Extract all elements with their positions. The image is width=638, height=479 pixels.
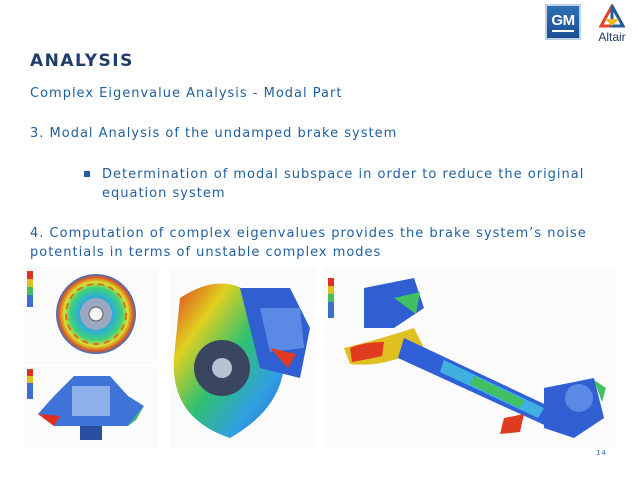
altair-logo: Altair — [591, 4, 633, 48]
gm-logo: GM — [545, 4, 581, 40]
gm-logo-text: GM — [551, 11, 575, 29]
altair-logo-text: Altair — [598, 30, 626, 44]
list-item-4: 4. Computation of complex eigenvalues pr… — [30, 226, 587, 260]
page-number: 14 — [596, 449, 607, 457]
altair-triangle-icon — [599, 4, 625, 28]
brake-disc-contour-plot — [24, 268, 158, 364]
caliper-section-contour-plot — [24, 366, 158, 448]
page-subtitle: Complex Eigenvalue Analysis - Modal Part — [30, 86, 343, 101]
page-title: ANALYSIS — [30, 51, 134, 71]
sub-bullet-text: Determination of modal subspace in order… — [102, 167, 585, 201]
list-item-3: 3. Modal Analysis of the undamped brake … — [30, 126, 398, 141]
rear-axle-contour-plot — [324, 268, 616, 448]
square-bullet-icon — [84, 171, 90, 177]
brake-assembly-contour-plot — [170, 268, 316, 448]
